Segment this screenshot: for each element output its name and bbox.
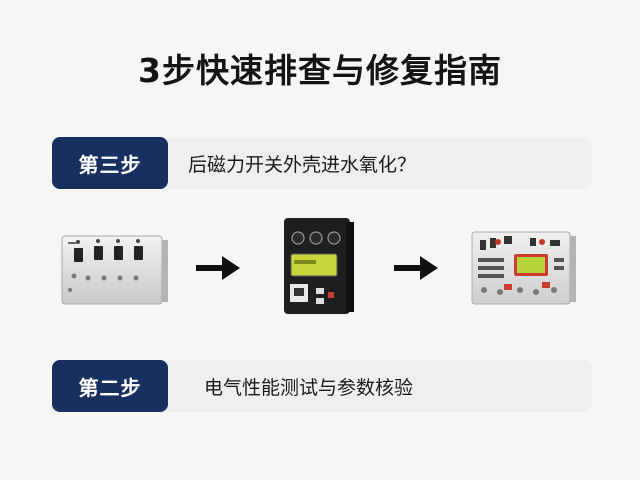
control-board-icon (471, 231, 576, 305)
step-text-second: 电气性能测试与参数核验 (204, 376, 414, 399)
step-row-third: 第三步 后磁力开关外壳进水氧化？ (52, 137, 592, 189)
step-row-second: 第二步 电气性能测试与参数核验 (52, 360, 592, 412)
digital-meter-icon (284, 218, 354, 314)
page-title: 3步快速排查与修复指南 (138, 51, 502, 90)
step-text-third: 后磁力开关外壳进水氧化？ (188, 153, 417, 176)
step-badge-second: 第二步 (52, 360, 168, 412)
arrow-right-icon (394, 256, 438, 280)
step-badge-third: 第三步 (52, 137, 168, 189)
arrow-right-icon (196, 256, 240, 280)
switch-panel-icon (61, 235, 168, 305)
